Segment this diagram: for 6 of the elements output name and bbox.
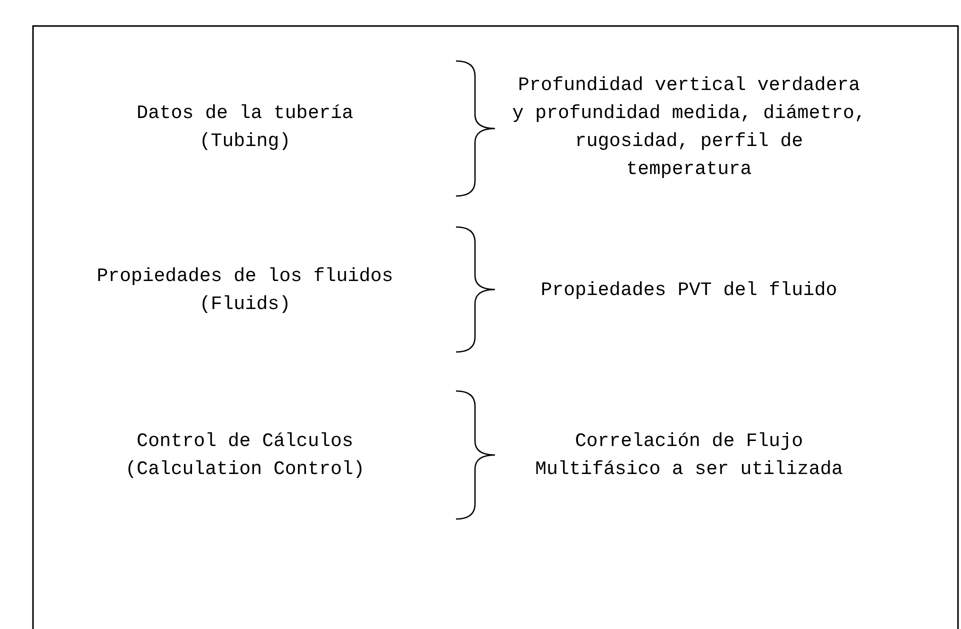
description-text: Correlación de Flujo Multifásico a ser utilizada (534, 429, 844, 482)
category-label: Control de Cálculos (Calculation Control) (124, 429, 366, 482)
category-label: Propiedades de los fluidos (Fluids) (96, 264, 394, 317)
description-text: Propiedades PVT del fluido (540, 278, 838, 303)
category-label: Datos de la tubería (Tubing) (136, 101, 354, 154)
description-text: Profundidad vertical verdadera y profundidad medida, diámetro, rugosidad, perfil de temperatura (511, 73, 867, 182)
